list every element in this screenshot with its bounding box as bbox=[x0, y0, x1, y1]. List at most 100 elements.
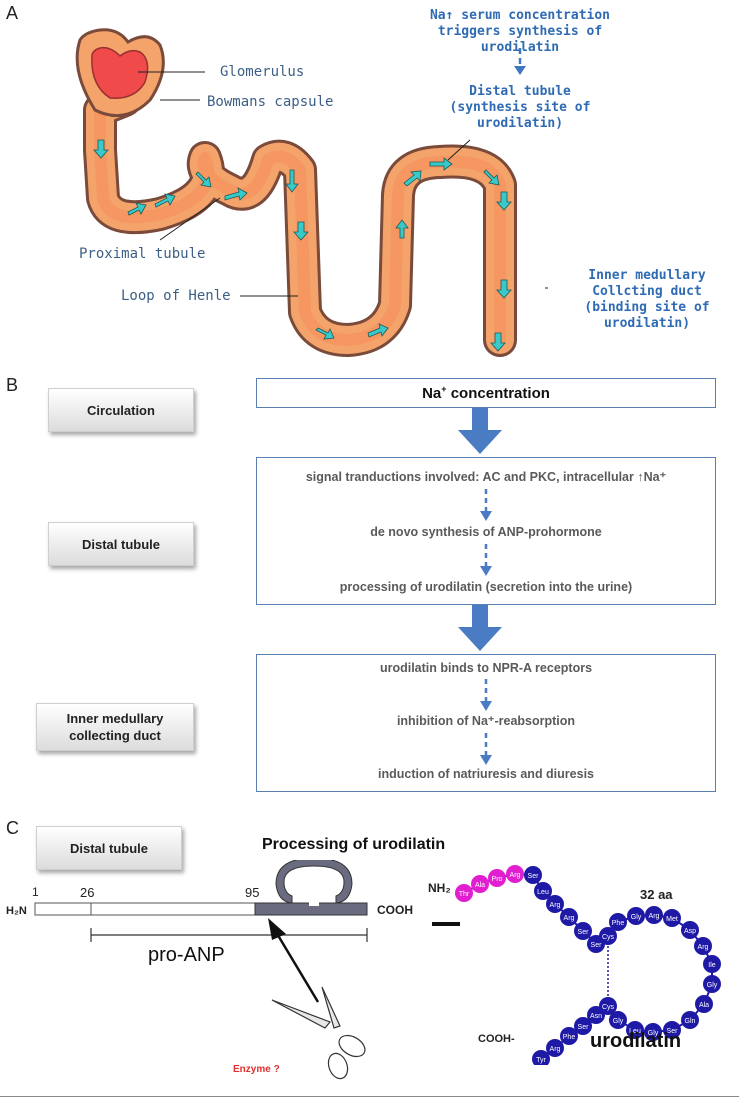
svg-text:Gly: Gly bbox=[613, 1018, 624, 1025]
scissors-icon bbox=[271, 986, 366, 1080]
svg-text:Ile: Ile bbox=[708, 962, 716, 969]
residue-16: Asp bbox=[681, 921, 699, 939]
proximal-tubule-label: Proximal tubule bbox=[79, 246, 206, 262]
bowmans-capsule-label: Bowmans capsule bbox=[207, 94, 334, 110]
svg-text:Met: Met bbox=[666, 916, 678, 923]
big-arrow-2 bbox=[458, 605, 502, 651]
distal-tubule-label: Distal tubule bbox=[48, 522, 194, 566]
glomerulus-label: Glomerulus bbox=[220, 64, 305, 80]
residue-1: Thr bbox=[455, 884, 473, 902]
residue-14: Arg bbox=[645, 906, 663, 924]
residue-30: Arg bbox=[546, 1039, 564, 1057]
svg-text:Ser: Ser bbox=[591, 942, 603, 949]
svg-text:Pro: Pro bbox=[492, 876, 503, 883]
svg-text:Cys: Cys bbox=[602, 1004, 615, 1011]
residue-17: Arg bbox=[694, 937, 712, 955]
svg-text:Arg: Arg bbox=[550, 1046, 561, 1053]
residue-5: Ser bbox=[524, 866, 542, 884]
svg-text:Leu: Leu bbox=[537, 889, 549, 896]
aa-count-label: 32 aa bbox=[640, 887, 673, 902]
bottom-rule bbox=[0, 1096, 739, 1097]
residue-27: Asn bbox=[587, 1006, 605, 1024]
residue-6: Leu bbox=[534, 882, 552, 900]
panel-c-letter: C bbox=[6, 818, 19, 838]
residue-9: Ser bbox=[574, 922, 592, 940]
residue-18: Ile bbox=[703, 955, 721, 973]
residue-23: Gly bbox=[644, 1023, 662, 1041]
imcd-label: Inner medullary collecting duct bbox=[36, 703, 194, 751]
imcd-step-1: urodilatin binds to NPR-A receptors bbox=[379, 661, 593, 675]
residue-12: Phe bbox=[609, 913, 627, 931]
dashed-arrow-b3-2 bbox=[480, 733, 492, 765]
panel-c-distal-label: Distal tubule bbox=[36, 826, 182, 870]
leader-lines bbox=[138, 71, 548, 297]
residue-29: Phe bbox=[560, 1027, 578, 1045]
residue-21: Gln bbox=[681, 1011, 699, 1029]
svg-text:Gly: Gly bbox=[631, 914, 642, 921]
svg-text:Asp: Asp bbox=[684, 928, 696, 935]
svg-text:Leu: Leu bbox=[629, 1028, 641, 1035]
svg-text:Phe: Phe bbox=[563, 1034, 576, 1041]
h2n-label: H₂N bbox=[6, 905, 27, 917]
panel-b-letter: B bbox=[6, 375, 19, 395]
nh2-label: NH₂ bbox=[428, 881, 451, 895]
imcd-note: Inner medullary Collcting duct (binding … bbox=[584, 268, 710, 331]
distal-step-1: signal tranductions involved: AC and PKC… bbox=[305, 470, 667, 484]
residue-19: Gly bbox=[703, 975, 721, 993]
trigger-note: Na↑ serum concentration triggers synthes… bbox=[429, 8, 610, 55]
residue-3: Pro bbox=[488, 869, 506, 887]
svg-text:Arg: Arg bbox=[510, 872, 521, 879]
svg-text:Arg: Arg bbox=[564, 915, 575, 922]
circulation-label: Circulation bbox=[48, 388, 194, 432]
residue-7: Arg bbox=[546, 895, 564, 913]
svg-text:Ala: Ala bbox=[475, 882, 485, 889]
svg-text:Arg: Arg bbox=[649, 913, 660, 920]
big-arrow-1 bbox=[458, 408, 502, 454]
residue-25: Gly bbox=[609, 1011, 627, 1029]
dashed-arrow-b2-2 bbox=[480, 544, 492, 576]
urodilatin-label: urodilatin bbox=[590, 1030, 682, 1052]
residue-31: Tyr bbox=[532, 1050, 550, 1065]
residue-15: Met bbox=[663, 909, 681, 927]
loop-of-henle-label: Loop of Henle bbox=[121, 288, 231, 304]
glomerulus-shape bbox=[91, 46, 149, 99]
residue-4: Arg bbox=[506, 865, 524, 883]
residue-11: Cys bbox=[599, 927, 617, 945]
residue-28: Ser bbox=[574, 1017, 592, 1035]
svg-text:Arg: Arg bbox=[698, 944, 709, 951]
svg-text:Tyr: Tyr bbox=[536, 1057, 546, 1064]
imcd-box: urodilatin binds to NPR-A receptors inhi… bbox=[256, 654, 716, 792]
cooh-end-label: COOH- bbox=[478, 1033, 515, 1045]
pos-95: 95 bbox=[245, 885, 260, 900]
residue-8: Arg bbox=[560, 908, 578, 926]
svg-text:Asn: Asn bbox=[590, 1013, 602, 1020]
residue-2: Ala bbox=[471, 875, 489, 893]
imcd-step-2: inhibition of Na⁺-reabsorption bbox=[396, 714, 576, 728]
residue-20: Ala bbox=[695, 995, 713, 1013]
distal-step-2: de novo synthesis of ANP-prohormone bbox=[370, 525, 602, 539]
pos-26: 26 bbox=[80, 885, 95, 900]
pro-anp-label: pro-ANP bbox=[148, 944, 225, 966]
svg-text:Ser: Ser bbox=[528, 873, 540, 880]
panel-a-letter: A bbox=[6, 3, 19, 23]
residue-24: Leu bbox=[626, 1021, 644, 1039]
cooh-label: COOH bbox=[377, 903, 413, 917]
residue-13: Gly bbox=[627, 907, 645, 925]
svg-text:Cys: Cys bbox=[602, 934, 615, 941]
distal-tubule-box: signal tranductions involved: AC and PKC… bbox=[256, 457, 716, 605]
svg-text:Gly: Gly bbox=[648, 1030, 659, 1037]
enzyme-label: Enzyme ? bbox=[233, 1064, 280, 1075]
svg-text:Ser: Ser bbox=[667, 1028, 679, 1035]
dashed-arrow-b2-1 bbox=[480, 489, 492, 521]
svg-text:Ser: Ser bbox=[578, 929, 590, 936]
pos-1: 1 bbox=[32, 885, 39, 899]
pro-anp-diagram bbox=[34, 860, 460, 1080]
svg-text:Gly: Gly bbox=[707, 982, 718, 989]
svg-text:Thr: Thr bbox=[459, 891, 470, 898]
processing-title: Processing of urodilatin bbox=[262, 836, 446, 853]
svg-text:Phe: Phe bbox=[612, 920, 625, 927]
svg-text:Ser: Ser bbox=[578, 1024, 590, 1031]
svg-text:Arg: Arg bbox=[550, 902, 561, 909]
imcd-step-3: induction of natriuresis and diuresis bbox=[377, 767, 594, 781]
